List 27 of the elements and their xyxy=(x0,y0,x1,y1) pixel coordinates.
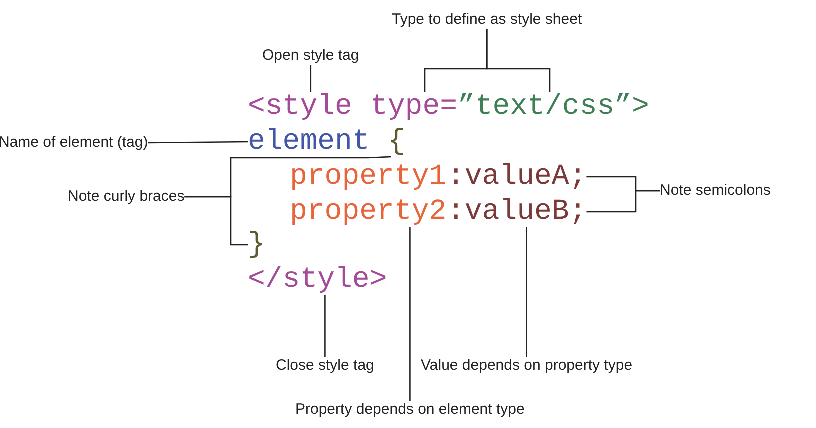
code-text: :valueB; xyxy=(448,197,587,227)
callout-label: Close style tag xyxy=(276,357,374,375)
callout-label: Open style tag xyxy=(262,47,360,65)
leader-line xyxy=(310,65,312,92)
leader-line xyxy=(526,227,528,357)
leader-line xyxy=(148,141,248,144)
code-text: property1 xyxy=(290,162,447,192)
leader-line xyxy=(410,227,411,401)
code-text: element xyxy=(248,127,370,157)
code-text: property2 xyxy=(290,197,447,227)
leader-line xyxy=(324,295,326,357)
code-text: <style xyxy=(248,92,352,122)
callout-label: Type to define as style sheet xyxy=(392,11,582,29)
code-text: type= xyxy=(370,92,458,122)
leader-line xyxy=(586,190,660,213)
code-text: ”text/css”> xyxy=(458,92,650,122)
callout-label: Value depends on property type xyxy=(421,357,633,375)
code-text: </style> xyxy=(248,265,388,295)
callout-label: Name of element (tag) xyxy=(0,134,148,152)
code-text: } xyxy=(248,230,266,260)
callout-label: Property depends on element type xyxy=(296,401,525,419)
leader-line xyxy=(184,196,248,246)
code-text: :valueA; xyxy=(448,162,587,192)
callout-label: Note semicolons xyxy=(660,182,771,200)
code-text: { xyxy=(388,127,406,157)
leader-line xyxy=(486,29,551,92)
callout-label: Note curly braces xyxy=(68,188,185,206)
